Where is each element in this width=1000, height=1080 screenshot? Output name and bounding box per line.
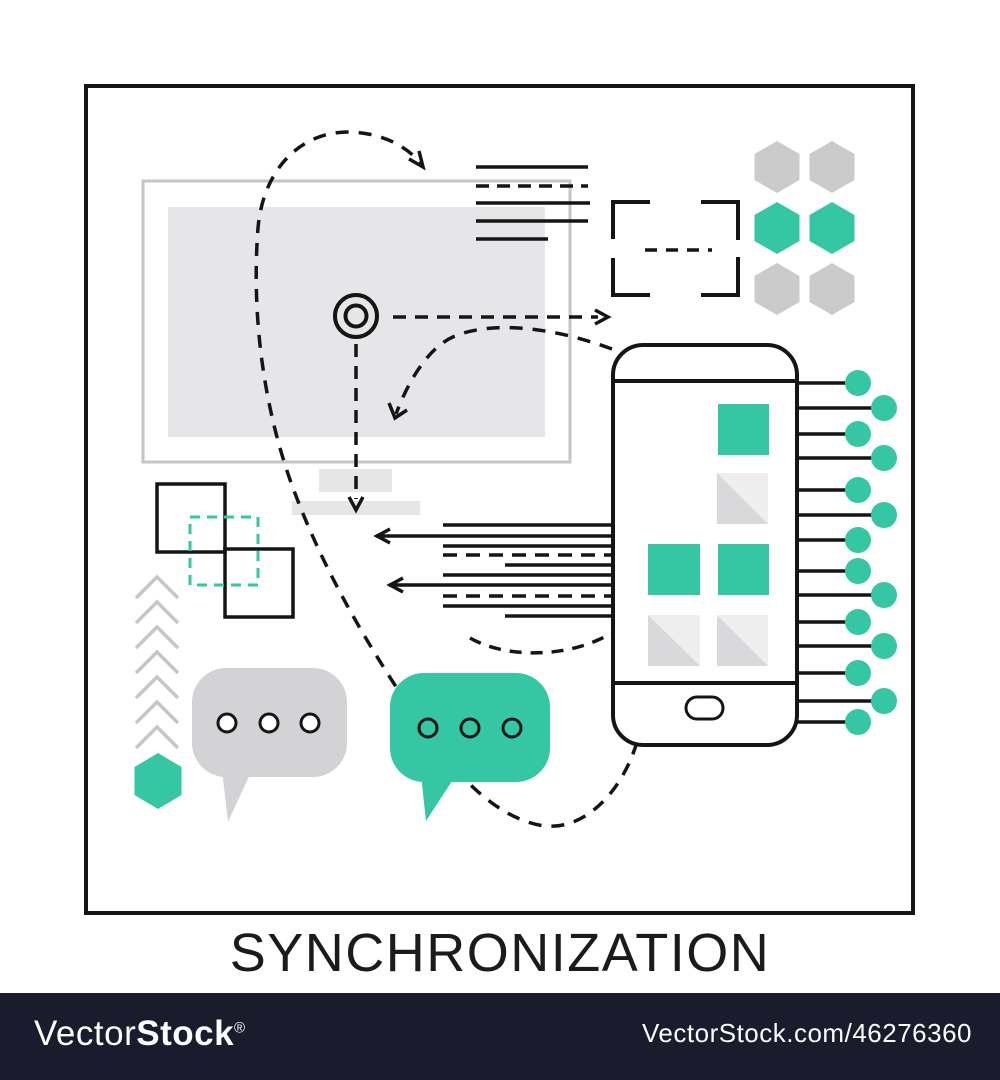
hexagon-icon [134, 753, 182, 809]
brand-bold: Stock [136, 1013, 235, 1053]
text-lines-icon [476, 165, 590, 241]
crop-bracket-icon [611, 200, 740, 297]
vectorstock-logo: VectorStock® [34, 1014, 246, 1054]
speech-bubble-gray-icon [192, 668, 347, 822]
hexagon-grid-icon [754, 141, 855, 315]
dashed-curve-arrow-icon [387, 325, 613, 421]
registered-mark: ® [234, 1018, 246, 1036]
gray-tile [717, 615, 768, 666]
gray-tile [717, 473, 768, 524]
watermark-footer: VectorStock® VectorStock.com/46276360 [0, 993, 1000, 1080]
data-stream-lines-icon [373, 523, 612, 618]
dashed-arrow-down-icon [347, 344, 365, 514]
gray-tile [648, 615, 700, 666]
page-title: SYNCHRONIZATION [229, 923, 771, 983]
attribution-url: VectorStock.com/46276360 [642, 1018, 972, 1048]
smartphone-icon [611, 343, 799, 747]
target-circle-icon [333, 293, 379, 339]
brand-light: Vector [34, 1013, 137, 1053]
chevron-stack-icon [134, 574, 180, 750]
dashed-arrow-right-icon [393, 308, 612, 326]
speech-bubble-green-icon [390, 673, 550, 821]
dashed-loop-arrow-icon [254, 130, 639, 828]
overlapping-squares-icon [155, 482, 295, 619]
connector-pins-icon [795, 370, 897, 735]
